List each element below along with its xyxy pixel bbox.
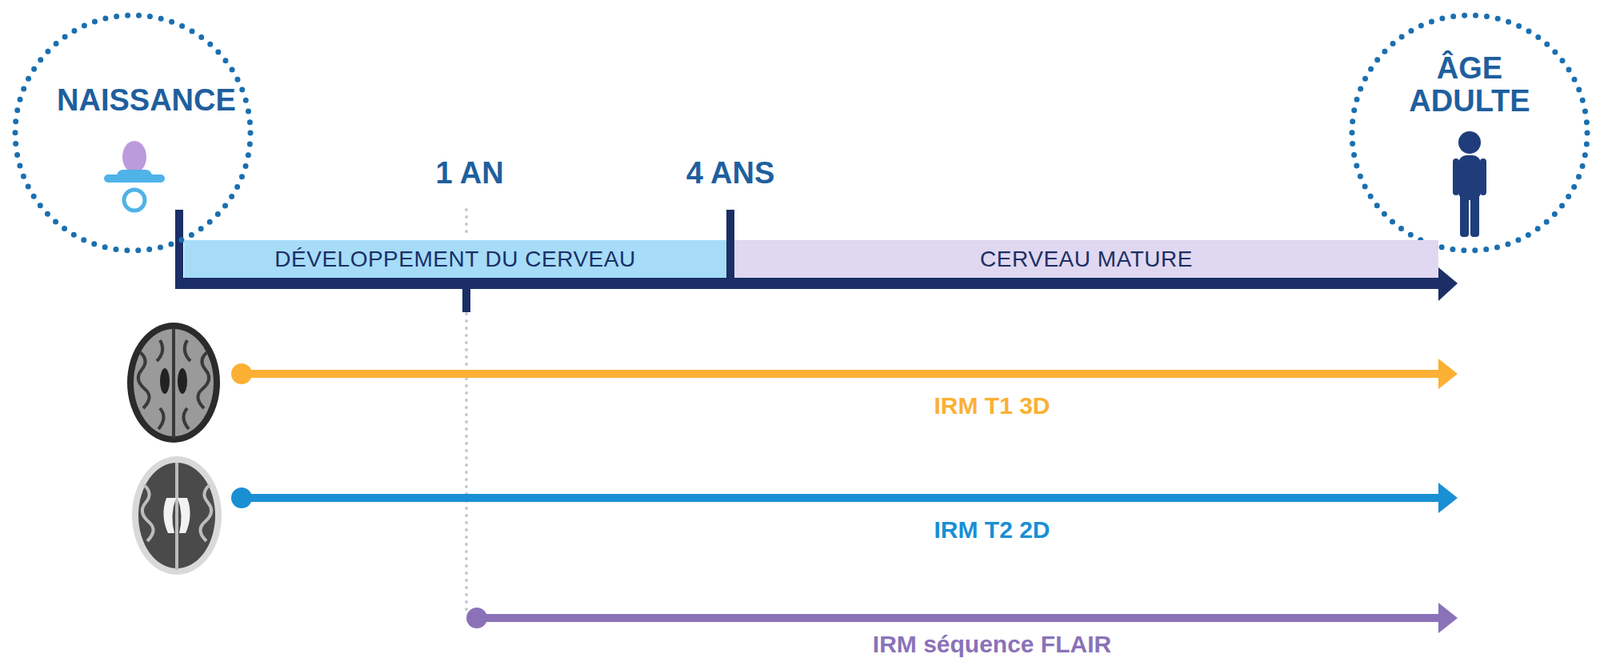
sequence-label: IRM T2 2D <box>933 516 1050 543</box>
dotted-circle <box>10 10 256 256</box>
brain-t2 <box>132 456 222 575</box>
period-label: CERVEAU MATURE <box>980 246 1193 272</box>
milestone-label: ÂGE ADULTE <box>1393 52 1546 118</box>
milestone-label: NAISSANCE <box>56 84 209 117</box>
milestone-circle: ÂGE ADULTE <box>1347 10 1592 256</box>
t1-arrow <box>231 358 1458 389</box>
period-band: DÉVELOPPEMENT DU CERVEAU <box>184 240 727 278</box>
dotted-circle <box>1347 10 1592 256</box>
pacifier-icon <box>104 140 165 211</box>
tick <box>175 209 184 289</box>
tick <box>462 286 471 312</box>
period-band: CERVEAU MATURE <box>734 240 1439 278</box>
guide-line <box>464 209 468 239</box>
age-label: 1 AN <box>435 156 504 191</box>
timeline-head <box>1438 267 1458 301</box>
t2-arrow <box>231 482 1458 513</box>
sequence-label: IRM T1 3D <box>933 392 1050 419</box>
period-label: DÉVELOPPEMENT DU CERVEAU <box>274 246 636 272</box>
tick <box>726 209 735 280</box>
age-label: 4 ANS <box>686 156 776 191</box>
guide-line <box>464 313 468 616</box>
milestone-circle: NAISSANCE <box>10 10 256 256</box>
timeline-bar <box>176 277 1442 289</box>
flair-arrow <box>466 602 1458 633</box>
brain-t1 <box>127 322 220 443</box>
sequence-label: IRM séquence FLAIR <box>872 630 1112 657</box>
person-icon <box>1452 131 1487 237</box>
